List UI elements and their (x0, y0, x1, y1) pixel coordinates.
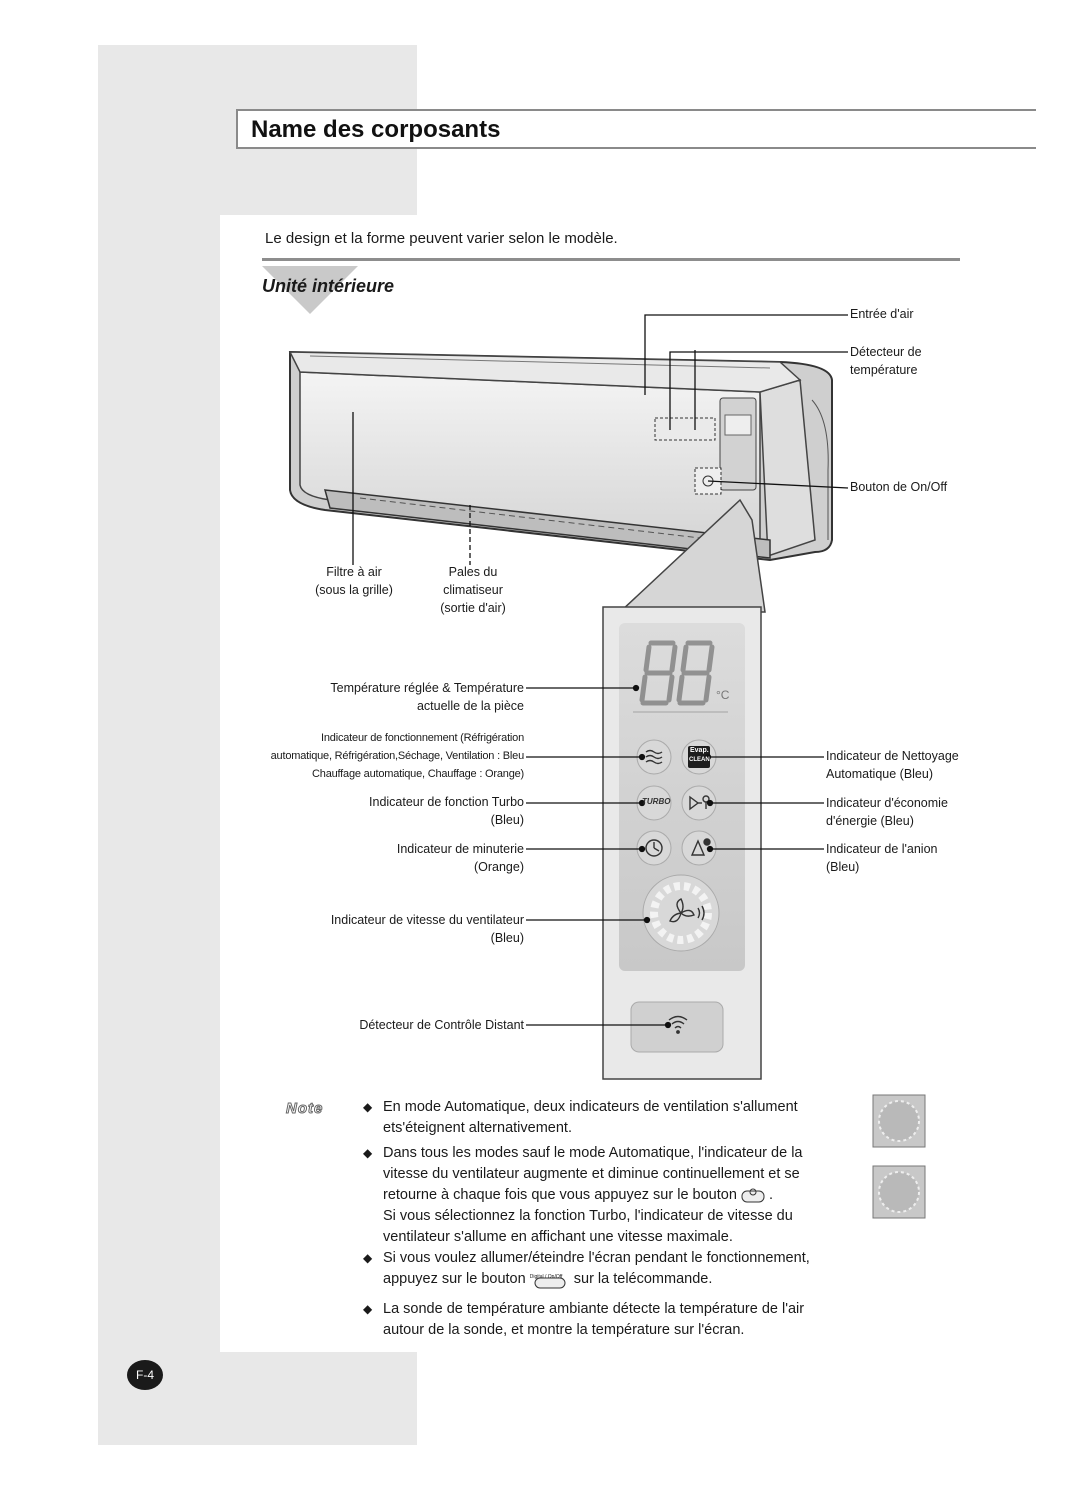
evap-label: Evap. (690, 747, 709, 754)
label-fan-speed-indicator: Indicateur de vitesse du ventilateur(Ble… (330, 913, 524, 945)
diamond-bullet-icon: ◆ (363, 1251, 373, 1265)
intro-rule (262, 258, 960, 261)
digital-onoff-button-icon: Digital / On/Off (530, 1271, 570, 1289)
intro-text: Le design et la forme peuvent varier sel… (265, 230, 618, 247)
label-operation-indicator: Indicateur de fonctionnement (Réfrigérat… (270, 732, 525, 780)
title-box: Name des corposants (236, 109, 1036, 149)
page-title: Name des corposants (251, 116, 501, 143)
label-onoff-button: Bouton de On/Off (850, 480, 948, 494)
note-label: Note (285, 1100, 324, 1118)
section-triangle-icon (262, 266, 358, 314)
note-item-3: ◆ Si vous voulez allumer/éteindre l'écra… (363, 1250, 810, 1289)
page-number-badge: F-4 (127, 1360, 163, 1390)
label-anion-indicator: Indicateur de l'anion(Bleu) (826, 842, 938, 874)
note-item-4: ◆ La sonde de température ambiante détec… (363, 1301, 805, 1338)
right-gray-band-bottom (220, 1352, 417, 1445)
note-item-1: ◆ En mode Automatique, deux indicateurs … (363, 1099, 798, 1136)
section-title: Unité intérieure (262, 276, 395, 296)
turbo-label: TURBO (642, 797, 671, 806)
label-timer-indicator: Indicateur de minuterie(Orange) (396, 842, 524, 874)
diamond-bullet-icon: ◆ (363, 1146, 373, 1160)
fan-button-icon (741, 1187, 765, 1203)
label-remote-sensor: Détecteur de Contrôle Distant (359, 1018, 524, 1032)
diamond-bullet-icon: ◆ (363, 1100, 373, 1114)
clean-label: CLEAN (689, 757, 710, 763)
label-air-filter: Filtre à air(sous la grille) (315, 565, 393, 597)
diamond-bullet-icon: ◆ (363, 1302, 373, 1316)
note-item-2: ◆ Dans tous les modes sauf le mode Autom… (363, 1145, 803, 1245)
label-air-inlet: Entrée d'air (850, 307, 914, 321)
label-turbo-indicator: Indicateur de fonction Turbo(Bleu) (369, 795, 524, 827)
display-unit: °C (716, 688, 730, 702)
